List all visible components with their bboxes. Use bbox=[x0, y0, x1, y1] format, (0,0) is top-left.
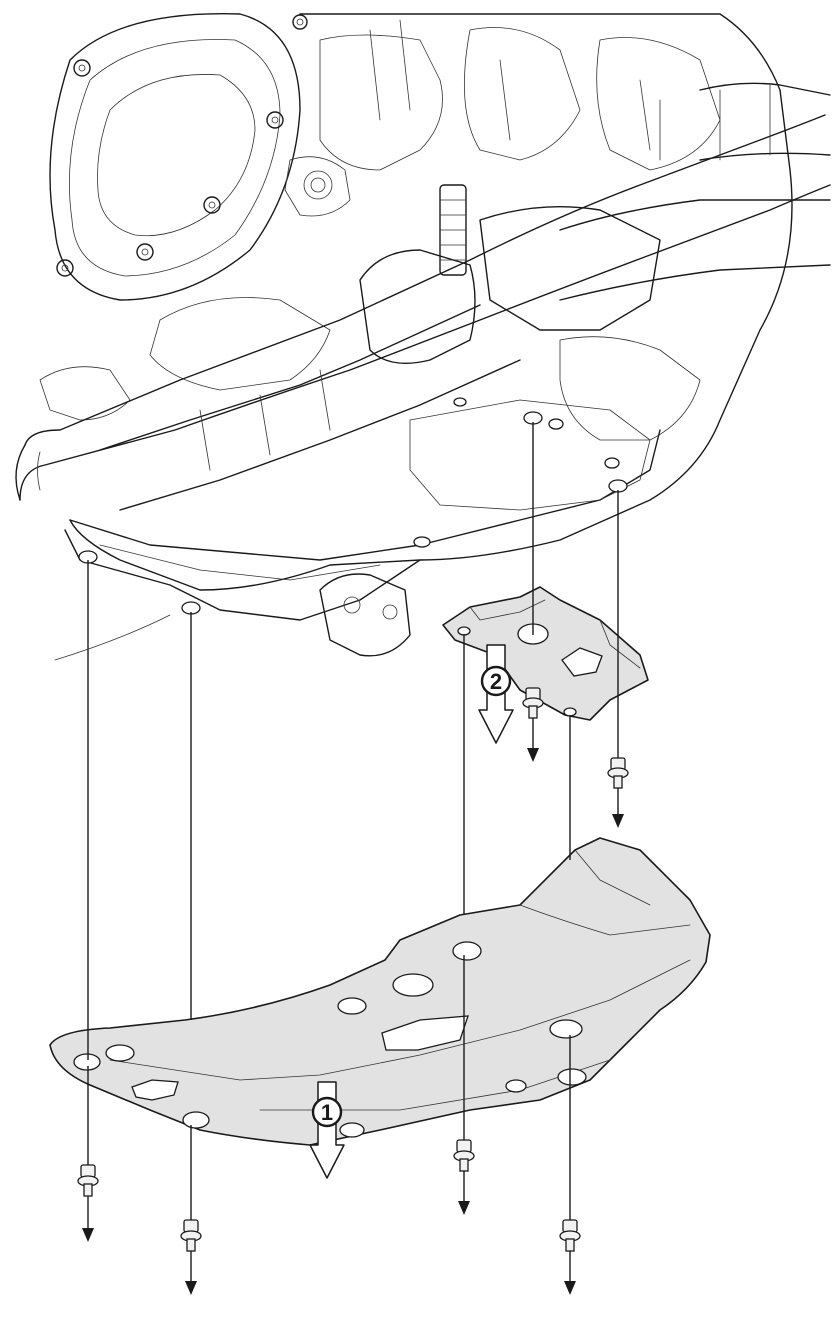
assembly-guide-lines bbox=[87, 422, 619, 1220]
mounting-bolt bbox=[180, 1219, 202, 1295]
sensor-stack bbox=[439, 184, 467, 276]
mounting-bolts bbox=[77, 687, 629, 1295]
mounting-bolt bbox=[522, 687, 544, 762]
exhaust-headers bbox=[15, 82, 831, 511]
skid-plate-bracket bbox=[442, 586, 649, 721]
callout-step-1: 1 bbox=[311, 1096, 343, 1128]
mounting-bolt bbox=[453, 1139, 475, 1215]
engine-assembly bbox=[39, 13, 793, 657]
callout-step-2: 2 bbox=[480, 665, 512, 697]
engine-side-cover bbox=[49, 13, 301, 301]
mounting-bolt bbox=[559, 1219, 581, 1295]
callout-step-2-label: 2 bbox=[490, 669, 502, 694]
crankcase bbox=[39, 13, 793, 591]
skid-plate bbox=[49, 837, 711, 1146]
frame-sweep-line bbox=[54, 614, 171, 661]
mounting-bolt bbox=[77, 1164, 99, 1242]
cover-bolts bbox=[56, 14, 308, 277]
callout-step-1-label: 1 bbox=[321, 1100, 333, 1125]
mounting-bolt bbox=[607, 757, 629, 828]
